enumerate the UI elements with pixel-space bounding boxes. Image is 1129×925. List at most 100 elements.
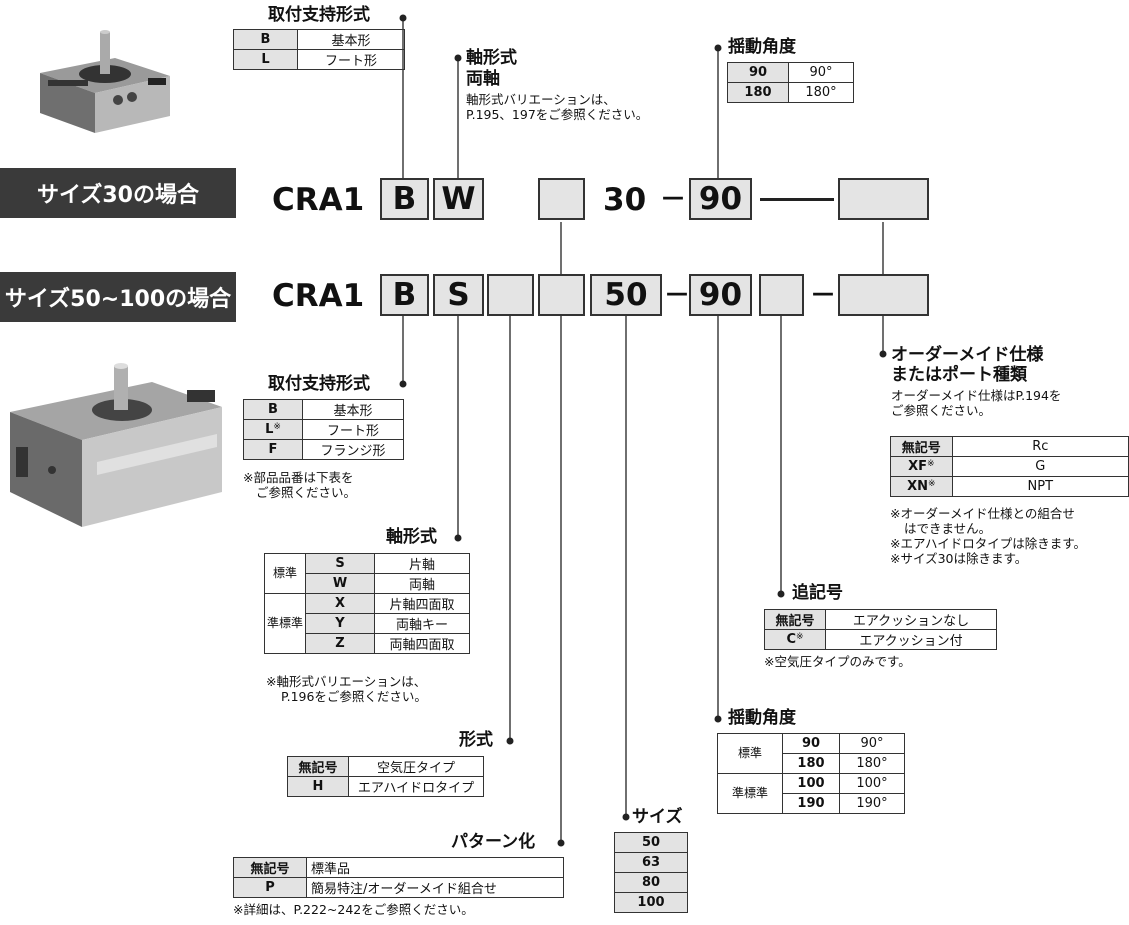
code-box-mount-50: B: [380, 274, 429, 316]
code-box-angle-30: 90: [689, 178, 752, 220]
actuator-image-large: [2, 352, 232, 542]
shaft50-group-standard: 標準: [265, 554, 306, 594]
code-prefix-30: CRA1: [272, 178, 364, 222]
angle30-name: 90°: [789, 63, 854, 83]
size-code: 50: [615, 833, 688, 853]
size-code: 100: [615, 893, 688, 913]
size-code: 63: [615, 853, 688, 873]
code-box-empty-30: [538, 178, 585, 220]
type-name: エアハイドロタイプ: [349, 777, 484, 797]
order-desc2: ご参照ください。: [891, 403, 991, 418]
angle50-group-standard: 標準: [718, 734, 783, 774]
pattern-table: 無記号標準品 P簡易特注/オーダーメイド組合せ: [233, 857, 564, 898]
angle50-table: 標準9090° 180180° 準標準100100° 190190°: [717, 733, 905, 814]
shaft50-group-semi: 準標準: [265, 594, 306, 654]
mount30-name: フート形: [298, 50, 405, 70]
order-note: はできません。: [904, 521, 991, 536]
size-title: サイズ: [632, 808, 683, 827]
pattern-name: 簡易特注/オーダーメイド組合せ: [307, 878, 564, 898]
shaft50-code: Z: [306, 634, 375, 654]
code-dash2-50: －: [810, 274, 836, 318]
code-box-size-50: 50: [590, 274, 662, 316]
type-title: 形式: [459, 731, 493, 750]
shaft50-table: 標準S片軸 W両軸 準標準X片軸四面取 Y両軸キー Z両軸四面取: [264, 553, 470, 654]
order-note: ※エアハイドロタイプは除きます。: [890, 536, 1086, 551]
code-box-order-50: [838, 274, 929, 316]
table-row: XN※NPT: [891, 477, 1129, 497]
angle50-title: 揺動角度: [728, 709, 796, 728]
mount50-note1: ※部品品番は下表を: [243, 470, 353, 485]
suffix-note: ※空気圧タイプのみです。: [764, 654, 911, 669]
shaft50-note1: ※軸形式バリエーションは、: [266, 674, 426, 689]
suffix-title: 追記号: [792, 584, 843, 603]
shaft30-note1: 軸形式バリエーションは、: [466, 92, 616, 107]
shaft50-name: 両軸四面取: [375, 634, 470, 654]
order-note: ※サイズ30は除きます。: [890, 551, 1027, 566]
table-row: 無記号空気圧タイプ: [288, 757, 484, 777]
pattern-name: 標準品: [307, 858, 564, 878]
suffix-table: 無記号エアクッションなし C※エアクッション付: [764, 609, 997, 650]
shaft30-note2: P.195、197をご参照ください。: [466, 107, 648, 122]
angle30-name: 180°: [789, 83, 854, 103]
code-box-order-30: [838, 178, 929, 220]
angle30-code: 90: [728, 63, 789, 83]
pattern-note: ※詳細は、P.222~242をご参照ください。: [233, 902, 474, 917]
mount50-code: B: [244, 400, 303, 420]
angle50-code: 180: [783, 754, 840, 774]
angle30-table: 9090° 180180°: [727, 62, 854, 103]
order-code: 無記号: [891, 437, 953, 457]
mount50-note2: ご参照ください。: [256, 485, 356, 500]
shaft50-code: Y: [306, 614, 375, 634]
banner-size50: サイズ50~100の場合: [0, 272, 236, 322]
table-row: 準標準100100°: [718, 774, 905, 794]
shaft30-title: 軸形式: [466, 49, 517, 68]
angle50-code: 190: [783, 794, 840, 814]
shaft50-note2: P.196をご参照ください。: [281, 689, 427, 704]
shaft50-name: 両軸キー: [375, 614, 470, 634]
mount50-name: フランジ形: [303, 440, 404, 460]
table-row: XF※G: [891, 457, 1129, 477]
code-box-type-50: [487, 274, 534, 316]
order-desc1: オーダーメイド仕様はP.194を: [891, 388, 1061, 403]
suffix-code: 無記号: [765, 610, 826, 630]
actuator-image-small: [20, 18, 180, 143]
shaft50-code: S: [306, 554, 375, 574]
banner-size30: サイズ30の場合: [0, 168, 236, 218]
code-dash-30: －: [660, 178, 686, 222]
order-name: Rc: [952, 437, 1128, 457]
mount30-code: B: [234, 30, 298, 50]
table-row: 180180°: [728, 83, 854, 103]
code-box-pattern-50: [538, 274, 585, 316]
pattern-code: P: [234, 878, 307, 898]
suffix-name: エアクッション付: [826, 630, 997, 650]
table-row: 無記号エアクッションなし: [765, 610, 997, 630]
table-row: 無記号標準品: [234, 858, 564, 878]
type-name: 空気圧タイプ: [349, 757, 484, 777]
shaft50-code: W: [306, 574, 375, 594]
shaft50-name: 両軸: [375, 574, 470, 594]
type-code: 無記号: [288, 757, 349, 777]
angle50-code: 100: [783, 774, 840, 794]
code-line-30: [760, 198, 834, 201]
mount30-title: 取付支持形式: [268, 6, 370, 25]
code-prefix-50: CRA1: [272, 274, 364, 318]
shaft50-code: X: [306, 594, 375, 614]
table-row: C※エアクッション付: [765, 630, 997, 650]
angle50-name: 180°: [840, 754, 905, 774]
table-row: B基本形: [244, 400, 404, 420]
code-dash1-50: －: [664, 274, 690, 318]
order-code: XF※: [891, 457, 953, 477]
code-box-angle-50: 90: [689, 274, 752, 316]
size-table: 50 63 80 100: [614, 832, 688, 913]
pattern-code: 無記号: [234, 858, 307, 878]
size-code: 80: [615, 873, 688, 893]
mount50-title: 取付支持形式: [268, 375, 370, 394]
